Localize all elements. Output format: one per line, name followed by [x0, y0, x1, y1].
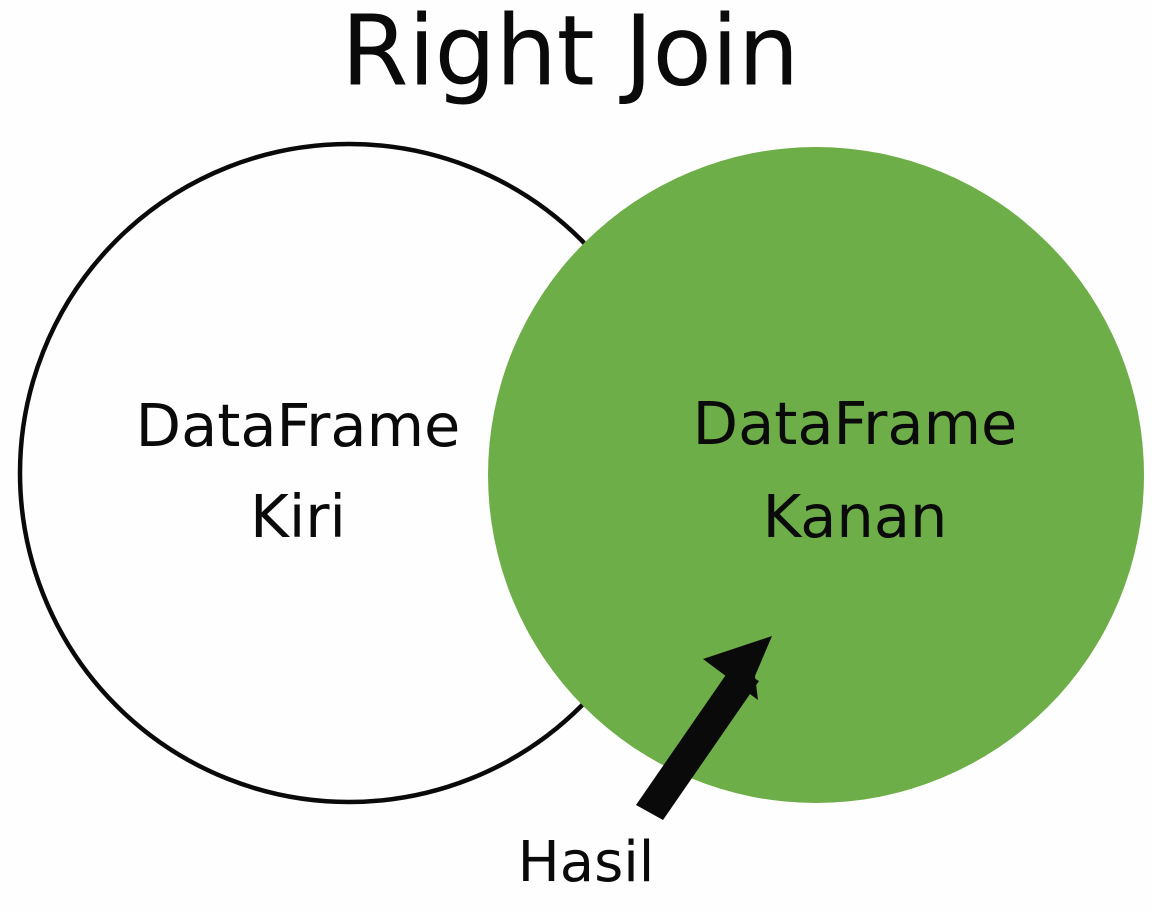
left-circle-label-line2: Kiri: [250, 482, 346, 551]
right-circle: [488, 147, 1144, 803]
callout-arrow-icon: [636, 636, 772, 820]
right-circle-label-line2: Kanan: [763, 482, 948, 551]
left-circle-label-line1: DataFrame: [136, 391, 461, 460]
callout-label: Hasil: [518, 830, 655, 895]
right-circle-label-line1: DataFrame: [693, 389, 1018, 458]
page-title: Right Join: [341, 0, 799, 107]
